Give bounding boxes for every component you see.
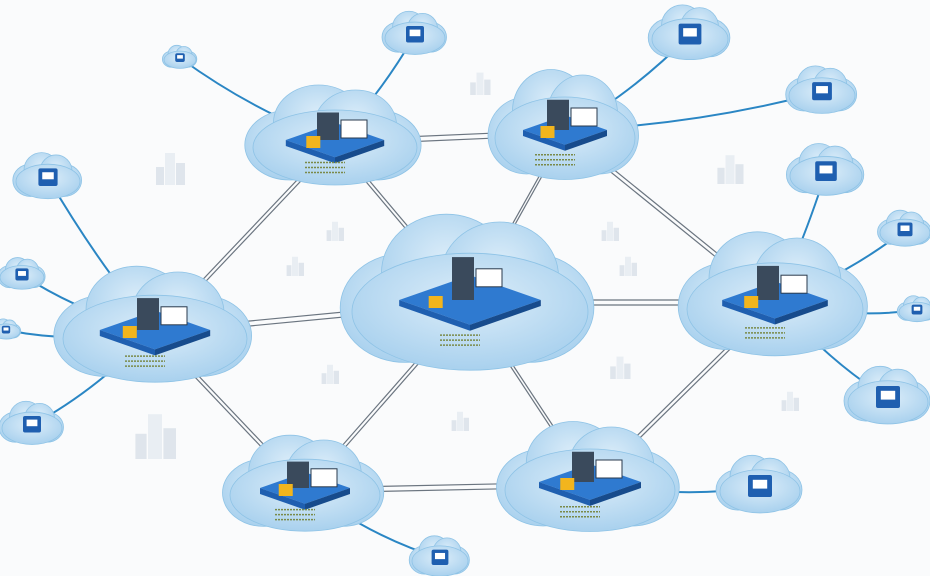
cloud-node-top-right: [487, 69, 639, 180]
small-cloud-node: [786, 143, 865, 196]
cloud-node-bottom-right: [496, 421, 680, 532]
building-icon: [156, 153, 185, 185]
crate-icon: [560, 478, 575, 490]
building-icon: [470, 72, 491, 95]
building-icon: [610, 356, 631, 379]
small-cloud-node: [0, 400, 64, 445]
small-cloud-node: [408, 535, 470, 576]
server-icon: [547, 99, 569, 130]
server-icon: [137, 298, 159, 330]
crate-icon: [744, 296, 759, 308]
cloud-node-center: [339, 213, 595, 371]
small-cloud-node: [12, 152, 83, 200]
small-cloud-node: [0, 318, 22, 340]
background-buildings: [135, 72, 799, 459]
cloud-node-bottom-left: [222, 434, 385, 532]
server-icon: [572, 451, 594, 482]
building-icon: [321, 364, 339, 384]
server-icon: [287, 461, 309, 488]
building-icon: [781, 391, 799, 411]
small-cloud-node: [715, 454, 803, 514]
building-icon: [326, 221, 344, 241]
cloud-node-right: [677, 231, 868, 357]
monitor-icon: [160, 306, 188, 326]
monitor-icon: [595, 459, 623, 479]
small-cloud-node: [647, 4, 731, 61]
server-icon: [452, 257, 474, 300]
small-cloud-node: [785, 65, 858, 114]
building-icon: [451, 411, 469, 431]
cloud-nodes: [0, 4, 930, 576]
crate-icon: [306, 136, 321, 148]
monitor-icon: [340, 119, 368, 139]
building-icon: [135, 414, 176, 459]
building-icon: [601, 221, 619, 241]
small-cloud-node: [877, 209, 930, 247]
small-cloud-node: [161, 44, 198, 69]
small-cloud-node: [381, 10, 447, 55]
crate-icon: [540, 126, 555, 138]
monitor-icon: [780, 274, 808, 294]
server-icon: [757, 265, 779, 300]
cloud-node-top-left: [244, 84, 422, 186]
crate-icon: [278, 484, 293, 496]
small-cloud-node: [843, 365, 930, 425]
building-icon: [717, 155, 744, 184]
monitor-icon: [475, 268, 503, 288]
server-icon: [317, 112, 339, 140]
building-icon: [286, 256, 304, 276]
building-icon: [619, 256, 637, 276]
monitor-icon: [570, 107, 598, 127]
monitor-icon: [310, 468, 338, 488]
crate-icon: [122, 326, 137, 338]
small-cloud-node: [896, 295, 930, 323]
small-cloud-node: [0, 257, 46, 290]
cloud-node-left: [53, 265, 252, 383]
crate-icon: [428, 296, 443, 308]
